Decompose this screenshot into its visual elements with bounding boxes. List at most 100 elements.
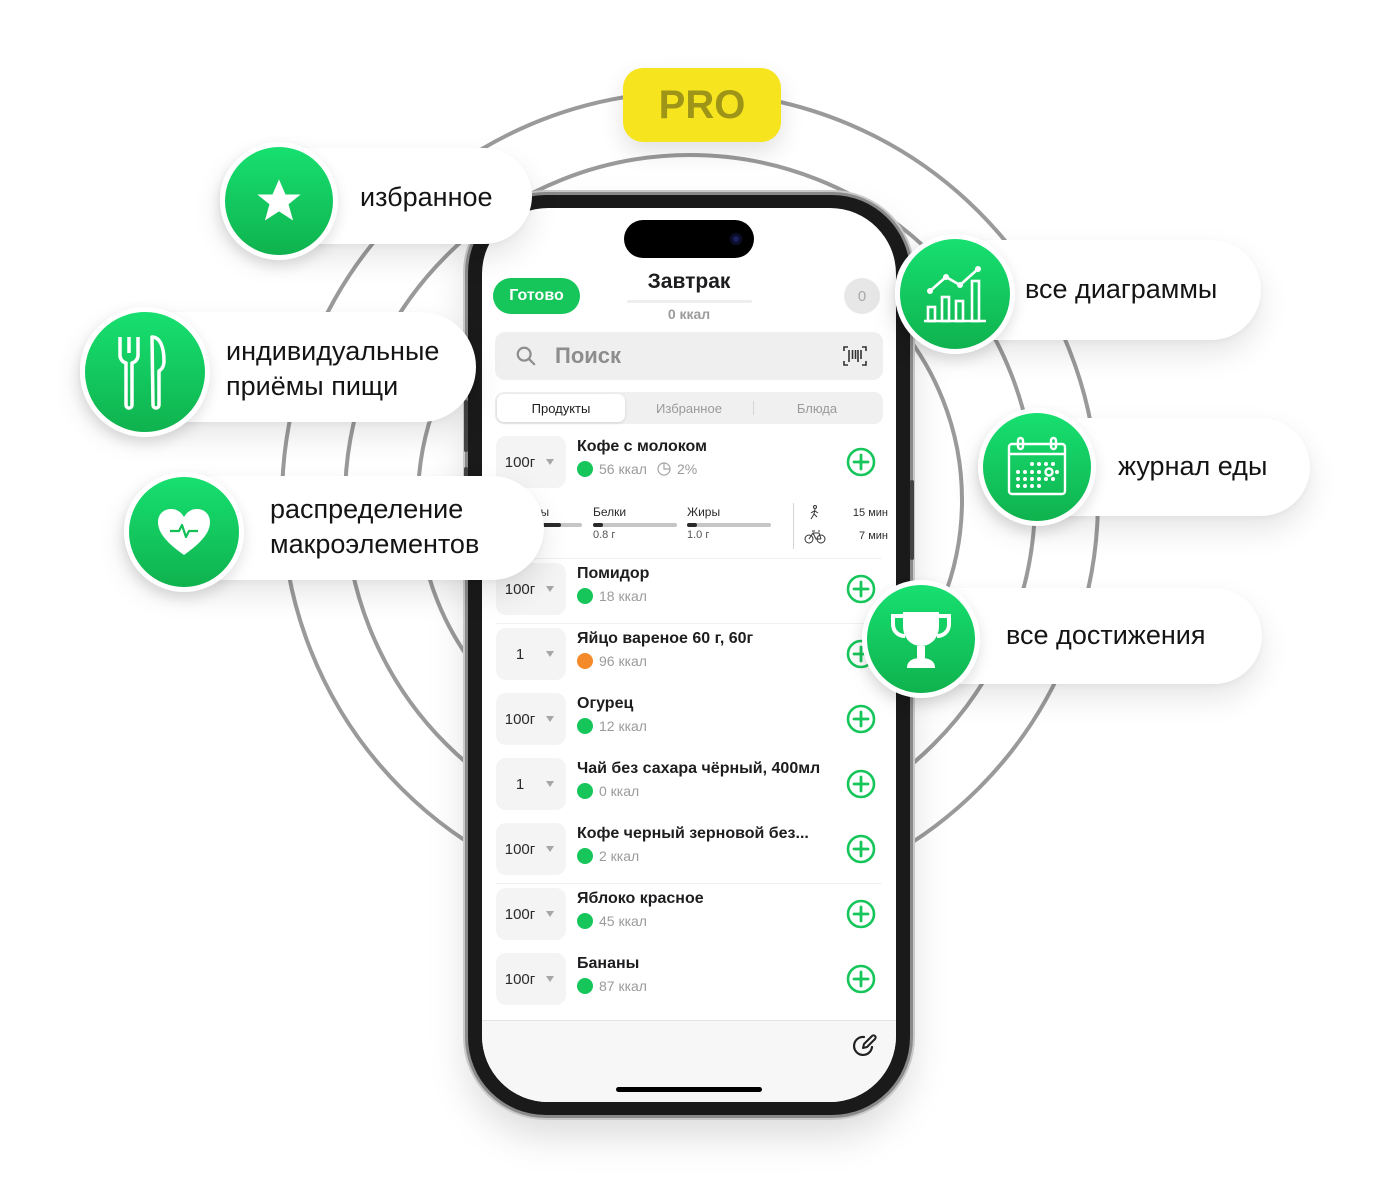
add-food-button[interactable] [846, 574, 876, 604]
food-calories: 12 ккал [599, 718, 647, 734]
food-name: Кофе с молоком [577, 438, 707, 455]
food-row-expanded[interactable]: 100г Кофе с молоком 56 ккал 2% Углеводы [482, 432, 896, 559]
food-meta: 87 ккал [577, 978, 647, 994]
quantity-select[interactable]: 100г [496, 693, 566, 745]
rating-dot-icon [577, 783, 593, 799]
feature-label-line2: приёмы пищи [226, 371, 399, 401]
star-icon [220, 142, 338, 260]
food-calories: 96 ккал [599, 653, 647, 669]
feature-individual-meals: индивидуальные приёмы пищи [80, 307, 476, 437]
bottom-toolbar [482, 1020, 896, 1102]
add-food-button[interactable] [846, 769, 876, 799]
dropdown-arrow-icon [546, 976, 554, 982]
dropdown-arrow-icon [546, 651, 554, 657]
selected-count-badge[interactable]: 0 [844, 278, 880, 314]
food-row[interactable]: 100г Бананы 87 ккал [482, 949, 896, 1014]
feature-food-journal: журнал еды [978, 408, 1310, 526]
food-name: Огурец [577, 695, 634, 712]
food-meta: 56 ккал 2% [577, 461, 697, 477]
dropdown-arrow-icon [546, 911, 554, 917]
food-calories: 2 ккал [599, 848, 640, 864]
add-food-button[interactable] [846, 899, 876, 929]
feature-label: все достижения [1006, 620, 1206, 650]
calendar-icon [978, 408, 1096, 526]
row-divider [496, 558, 882, 559]
dropdown-arrow-icon [546, 716, 554, 722]
phone-power-button [910, 480, 914, 560]
fork-knife-icon [80, 307, 210, 437]
barcode-scan-icon[interactable] [843, 345, 867, 367]
food-row[interactable]: 1 Чай без сахара чёрный, 400мл 0 ккал [482, 754, 896, 819]
food-meta: 12 ккал [577, 718, 647, 734]
quantity-select[interactable]: 1 [496, 758, 566, 810]
tab-dishes[interactable]: Блюда [753, 394, 881, 422]
quantity-select[interactable]: 100г [496, 823, 566, 875]
meal-header: Готово Завтрак 0 ккал 0 [482, 270, 896, 330]
quantity-select[interactable]: 100г [496, 888, 566, 940]
quantity-value: 100г [504, 905, 536, 923]
done-button[interactable]: Готово [493, 278, 580, 314]
dropdown-arrow-icon [546, 586, 554, 592]
dynamic-island [624, 220, 754, 258]
row-divider [496, 623, 882, 624]
food-calories: 0 ккал [599, 783, 640, 799]
tab-products[interactable]: Продукты [497, 394, 625, 422]
quantity-select[interactable]: 1 [496, 628, 566, 680]
food-meta: 2 ккал [577, 848, 639, 864]
food-calories: 18 ккал [599, 588, 647, 604]
food-row[interactable]: 100г Яблоко красное 45 ккал [482, 884, 896, 949]
quantity-value: 100г [504, 453, 536, 471]
trophy-icon [862, 580, 980, 698]
macro-bar [593, 523, 677, 527]
quantity-value: 100г [504, 970, 536, 988]
search-icon [516, 346, 536, 366]
edit-icon[interactable] [850, 1031, 878, 1059]
food-row[interactable]: 1 Яйцо вареное 60 г, 60г 96 ккал [482, 624, 896, 689]
tab-favorites[interactable]: Избранное [656, 400, 722, 416]
food-name: Помидор [577, 565, 650, 582]
add-food-button[interactable] [846, 447, 876, 477]
food-meta: 0 ккал [577, 783, 639, 799]
home-indicator [616, 1087, 762, 1092]
macro-fat: Жиры 1.0 г [687, 505, 771, 541]
daily-percent: 2% [676, 461, 698, 477]
food-row[interactable]: 100г Огурец 12 ккал [482, 689, 896, 754]
add-food-button[interactable] [846, 964, 876, 994]
cycling-minutes: 7 мин [859, 530, 888, 542]
chart-icon [895, 234, 1015, 354]
food-name: Яблоко красное [577, 890, 704, 907]
macro-bar [687, 523, 771, 527]
food-name: Бананы [577, 955, 640, 972]
food-calories: 56 ккал [599, 461, 647, 477]
quantity-select[interactable]: 100г [496, 953, 566, 1005]
feature-charts: все диаграммы [895, 234, 1261, 354]
food-row[interactable]: 100г Помидор 18 ккал [482, 559, 896, 624]
quantity-value: 1 [515, 775, 525, 793]
dropdown-arrow-icon [546, 459, 554, 465]
dropdown-arrow-icon [546, 846, 554, 852]
food-meta: 96 ккал [577, 653, 647, 669]
camera-icon [730, 233, 742, 245]
quantity-value: 100г [504, 840, 536, 858]
macro-label: Жиры [687, 505, 721, 519]
quantity-value: 100г [504, 580, 536, 598]
macro-value: 0.8 г [593, 529, 616, 541]
walking-minutes: 15 мин [852, 507, 888, 519]
macro-breakdown: Углеводы Белки 0.8 г Жиры 1.0 г [482, 497, 896, 559]
rating-dot-icon [577, 913, 593, 929]
row-divider [496, 883, 882, 884]
food-calories: 87 ккал [599, 978, 647, 994]
dropdown-arrow-icon [546, 781, 554, 787]
add-food-button[interactable] [846, 834, 876, 864]
food-row[interactable]: 100г Кофе черный зерновой без... 2 ккал [482, 819, 896, 884]
heart-pulse-icon [124, 472, 244, 592]
add-food-button[interactable] [846, 704, 876, 734]
search-input[interactable]: Поиск [495, 332, 883, 380]
rating-dot-icon [577, 461, 593, 477]
food-name: Чай без сахара чёрный, 400мл [577, 760, 821, 777]
rating-dot-icon [577, 978, 593, 994]
feature-label: избранное [360, 182, 493, 212]
pro-badge-label: PRO [658, 82, 746, 127]
bicycle-icon [804, 530, 826, 544]
activity-cycling: 7 мин [804, 528, 888, 544]
